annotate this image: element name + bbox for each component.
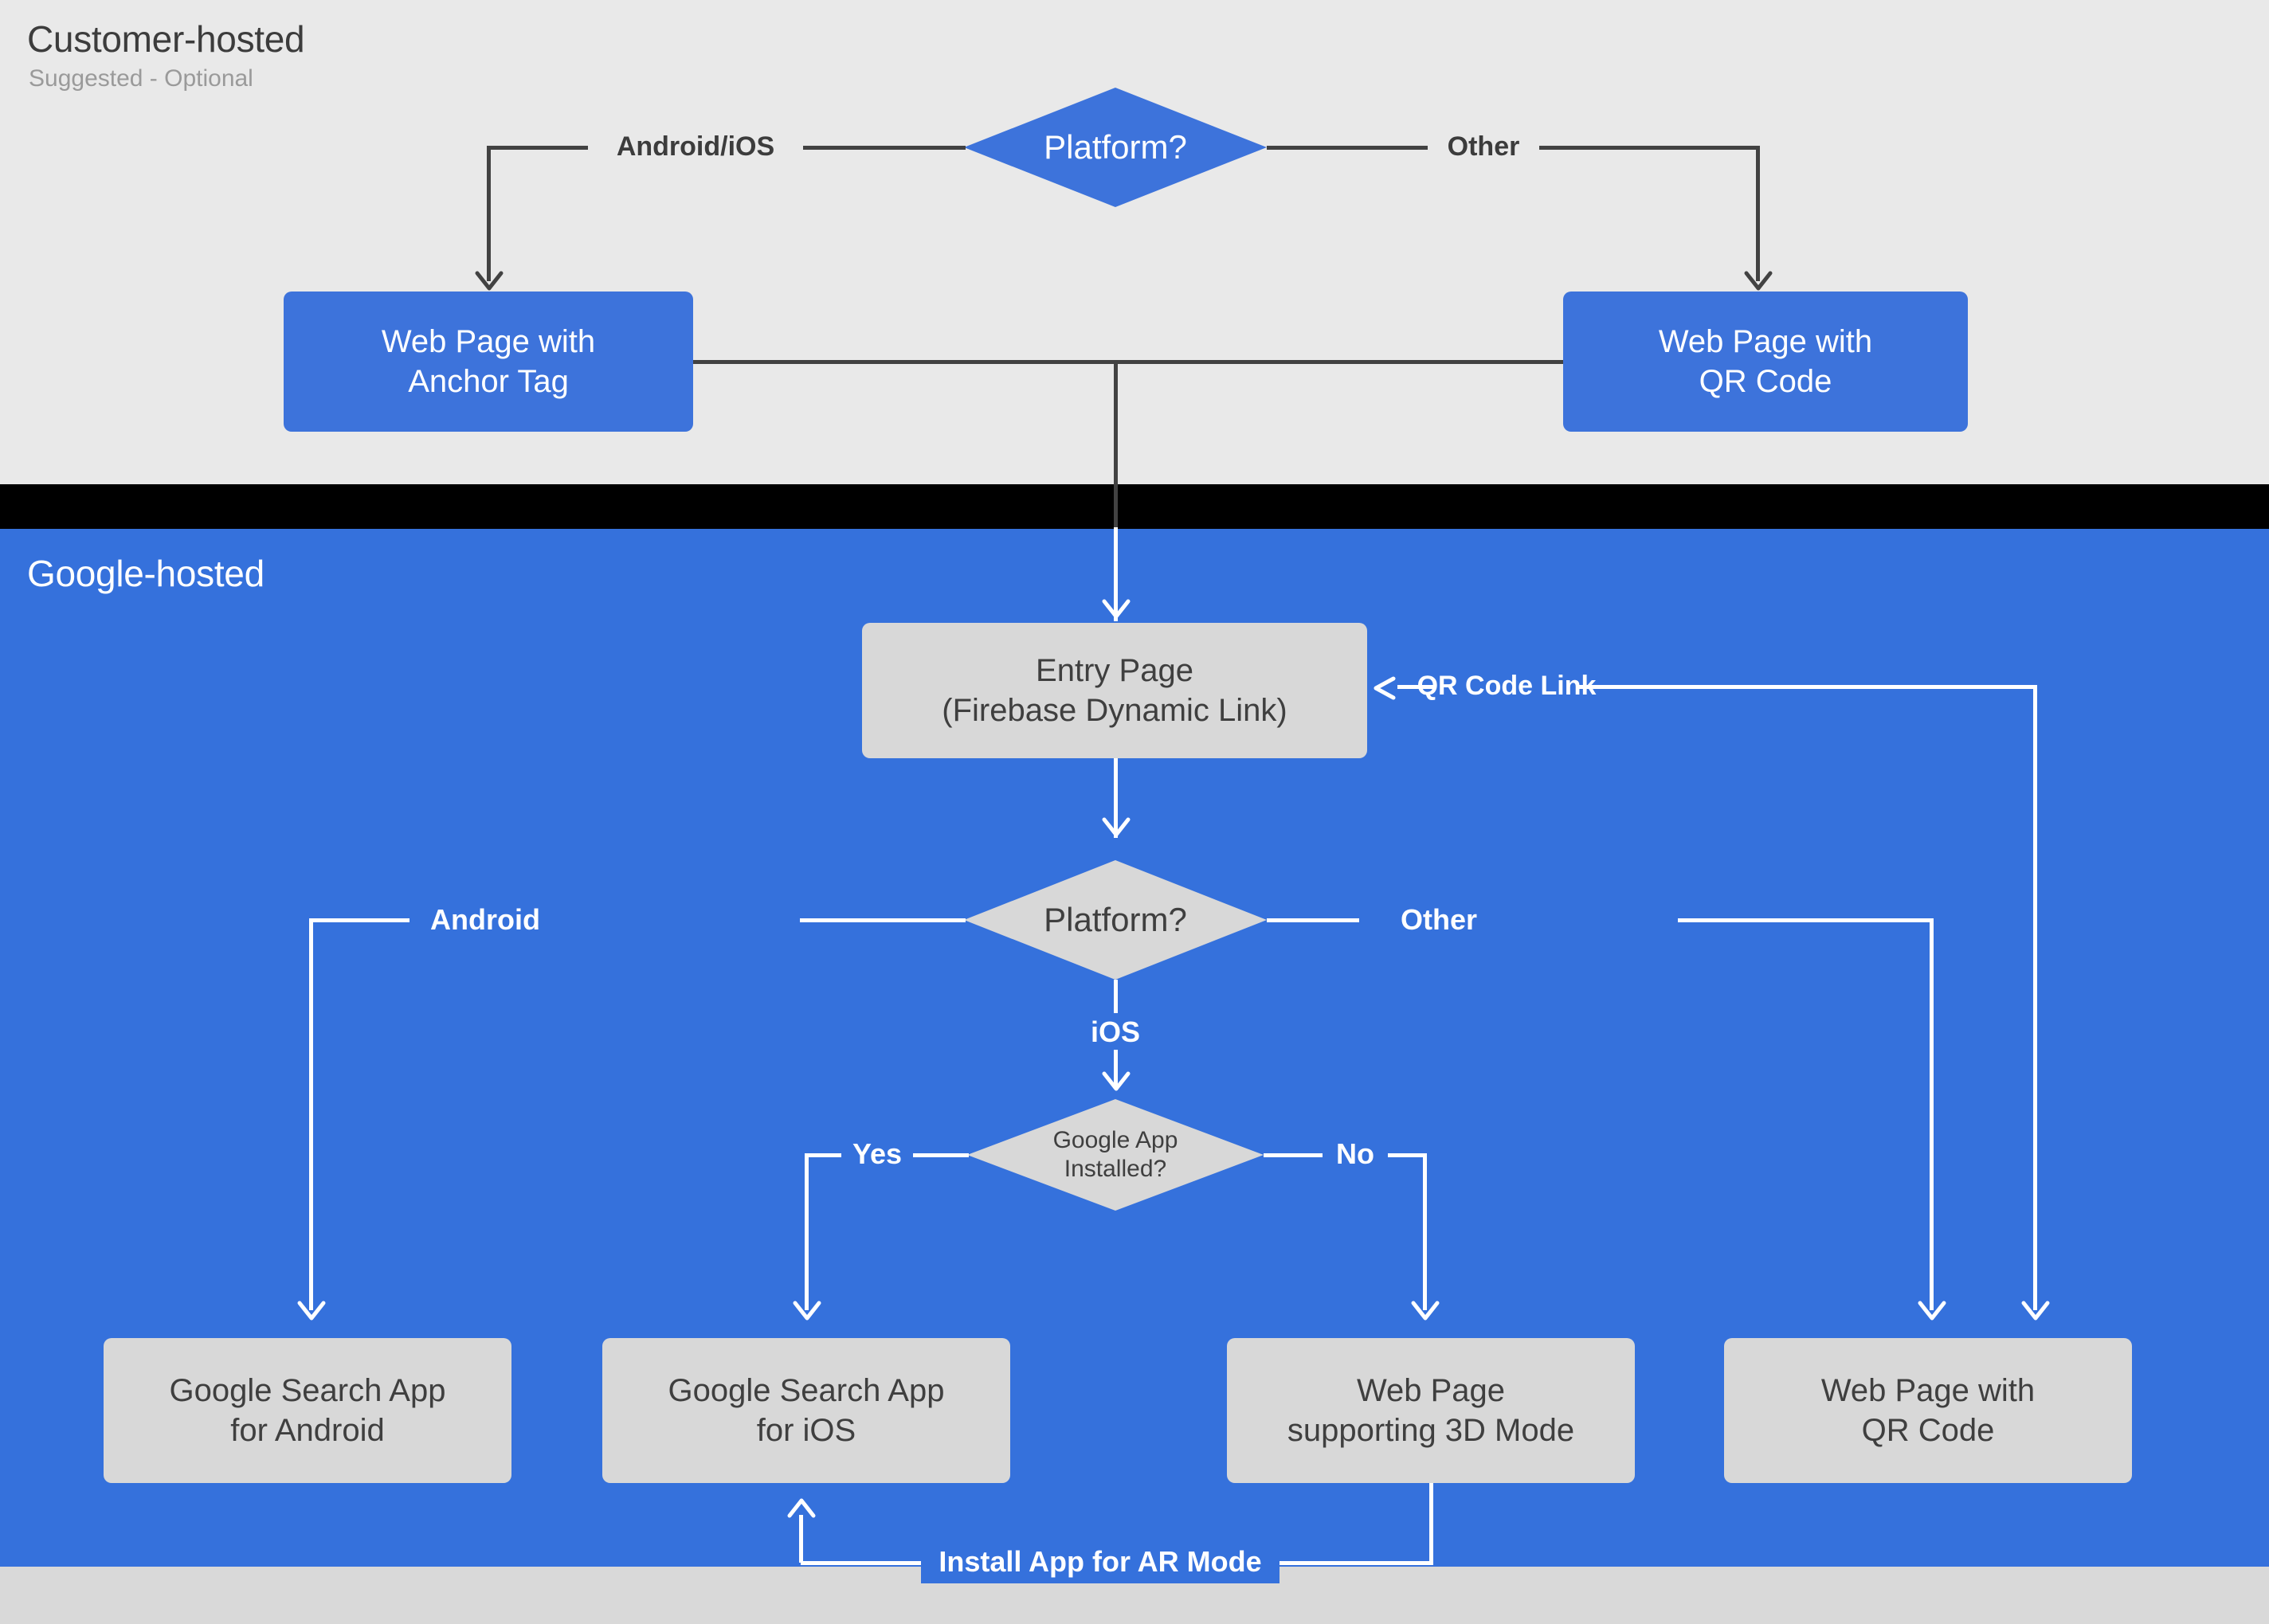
edge-label-other-top: Other bbox=[1428, 126, 1539, 167]
edge-other-drop bbox=[1930, 918, 1934, 1310]
node-web-page-qr-code-top[interactable]: Web Page with QR Code bbox=[1563, 292, 1968, 432]
edge-entry-drop-dark bbox=[1114, 360, 1118, 560]
customer-hosted-subtitle: Suggested - Optional bbox=[29, 65, 253, 92]
edge-yes-left-seg bbox=[806, 1153, 845, 1157]
arrow-to-search-ios bbox=[793, 1301, 821, 1321]
arrow-to-qr-code-top bbox=[1744, 271, 1773, 292]
node-google-search-app-android[interactable]: Google Search App for Android bbox=[104, 1338, 511, 1483]
edge-qr-code-link-left-seg bbox=[1397, 685, 1436, 689]
edge-other-top-right-seg bbox=[1536, 146, 1760, 150]
edge-no-left-seg bbox=[1264, 1153, 1323, 1157]
google-hosted-title: Google-hosted bbox=[27, 553, 265, 594]
node-web-page-anchor-tag[interactable]: Web Page with Anchor Tag bbox=[284, 292, 693, 432]
node-web-page-qr-code-bottom[interactable]: Web Page with QR Code bbox=[1724, 1338, 2132, 1483]
edge-ar-right-drop bbox=[1429, 1483, 1433, 1565]
edge-entry-drop-light bbox=[1114, 527, 1118, 621]
edge-other-left-seg bbox=[1267, 918, 1361, 922]
edge-boxes-connector bbox=[693, 360, 1563, 364]
edge-android-left-seg bbox=[311, 918, 413, 922]
arrow-to-search-android bbox=[297, 1301, 326, 1321]
arrow-to-google-platform bbox=[1102, 817, 1131, 838]
edge-label-android: Android bbox=[410, 898, 561, 941]
google-app-installed-label: Google App Installed? bbox=[1052, 1127, 1178, 1182]
edge-qr-code-link-right-seg bbox=[1577, 685, 2036, 689]
arrow-to-web-3d bbox=[1411, 1301, 1440, 1321]
arrow-to-web-qr-from-link bbox=[2021, 1301, 2050, 1321]
edge-label-android-ios: Android/iOS bbox=[588, 126, 803, 167]
arrow-to-app-installed bbox=[1102, 1071, 1131, 1092]
edge-yes-right-seg bbox=[908, 1153, 969, 1157]
edge-other-right-seg bbox=[1678, 918, 1934, 922]
customer-platform-decision-label: Platform? bbox=[1044, 127, 1187, 166]
customer-platform-decision[interactable]: Platform? bbox=[964, 88, 1267, 207]
arrow-to-entry-page-from-qr bbox=[1372, 676, 1396, 700]
google-app-installed-decision[interactable]: Google App Installed? bbox=[967, 1099, 1264, 1211]
edge-yes-drop bbox=[805, 1153, 809, 1310]
google-platform-decision[interactable]: Platform? bbox=[964, 860, 1267, 980]
node-web-page-3d-mode[interactable]: Web Page supporting 3D Mode bbox=[1227, 1338, 1635, 1483]
arrow-to-search-ios-ar bbox=[787, 1497, 816, 1518]
edge-android-drop bbox=[309, 918, 313, 1310]
edge-other-top-left-seg bbox=[1267, 146, 1430, 150]
arrow-to-anchor-tag bbox=[475, 271, 504, 292]
customer-hosted-title: Customer-hosted bbox=[27, 18, 305, 60]
arrow-to-entry-page bbox=[1102, 599, 1131, 620]
node-entry-page[interactable]: Entry Page (Firebase Dynamic Link) bbox=[862, 623, 1367, 758]
edge-qr-code-link-drop bbox=[2033, 685, 2037, 1310]
edge-label-yes: Yes bbox=[841, 1134, 913, 1174]
node-google-search-app-ios[interactable]: Google Search App for iOS bbox=[602, 1338, 1010, 1483]
edge-ar-right-seg bbox=[1276, 1561, 1432, 1565]
google-platform-decision-label: Platform? bbox=[1044, 900, 1187, 938]
arrow-to-web-qr-other bbox=[1918, 1301, 1946, 1321]
edge-entry-to-platform bbox=[1114, 758, 1118, 838]
edge-ar-left-seg bbox=[801, 1561, 924, 1565]
edge-label-other-bottom: Other bbox=[1359, 898, 1519, 941]
edge-ios-upper bbox=[1114, 980, 1118, 1013]
edge-no-drop bbox=[1423, 1153, 1427, 1310]
edge-label-no: No bbox=[1323, 1134, 1388, 1174]
edge-no-right-seg bbox=[1388, 1153, 1426, 1157]
edge-label-qr-code-link: QR Code Link bbox=[1417, 664, 1596, 707]
edge-android-ios-drop bbox=[487, 146, 491, 281]
edge-android-right-seg bbox=[800, 918, 966, 922]
edge-ar-left-rise bbox=[799, 1515, 803, 1563]
section-divider bbox=[0, 484, 2269, 529]
edge-label-ios: iOS bbox=[1066, 1013, 1165, 1051]
edge-label-install-app-ar-mode: Install App for AR Mode bbox=[921, 1540, 1279, 1583]
edge-ios-lower bbox=[1114, 1050, 1118, 1088]
edge-other-top-drop bbox=[1756, 146, 1760, 281]
edge-android-ios-right-seg bbox=[800, 146, 966, 150]
edge-android-ios-left-seg bbox=[488, 146, 592, 150]
